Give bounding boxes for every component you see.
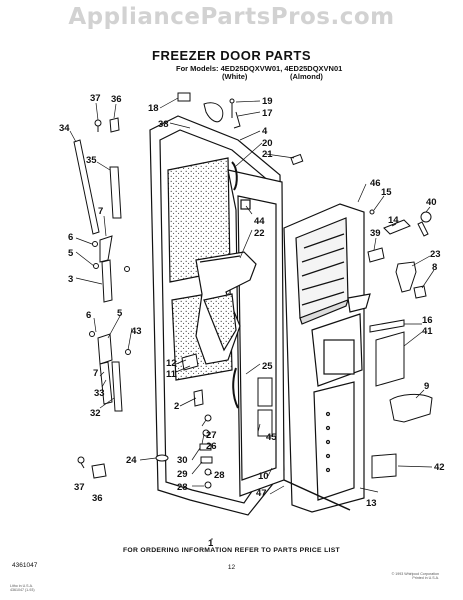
callout-2: 2 (174, 401, 179, 412)
callout-35: 35 (86, 155, 97, 166)
callout-41: 41 (422, 326, 433, 337)
screw-37-bottom (77, 456, 85, 469)
leader-lines (69, 97, 435, 540)
printed-line-2: 4361047 (1-93) (10, 588, 35, 592)
callout-7-upper: 7 (98, 206, 103, 217)
callout-16: 16 (422, 315, 433, 326)
printed-line-1: Litho in U.S.A. (10, 584, 33, 588)
callout-7-lower: 7 (93, 368, 98, 379)
callout-38: 38 (158, 119, 169, 130)
callout-23: 23 (430, 249, 441, 260)
printed-block: Litho in U.S.A. 4361047 (1-93) (10, 584, 35, 592)
callout-24: 24 (126, 455, 137, 466)
callout-14: 14 (388, 215, 399, 226)
page-title: FREEZER DOOR PARTS (152, 48, 311, 63)
callout-13: 13 (366, 498, 377, 509)
callout-27: 27 (206, 430, 217, 441)
callout-46: 46 (370, 178, 381, 189)
watermark-text: AppliancePartsPros.com (68, 4, 395, 30)
callout-21: 21 (262, 149, 273, 160)
dispenser-front-panel (283, 203, 371, 513)
ice-chute-housing-22 (195, 251, 257, 365)
callout-28-right: 28 (214, 470, 225, 481)
copyright-block: © 1993 Whirlpool Corporation Printed in … (392, 572, 439, 580)
bracket-36-top (109, 117, 120, 133)
page-number: 12 (227, 564, 236, 571)
callout-26: 26 (206, 441, 217, 452)
callout-22: 22 (254, 228, 265, 239)
callout-labels: 37 36 34 35 7 6 5 3 6 5 43 7 33 32 37 36… (59, 93, 445, 549)
callout-37-bottom: 37 (74, 482, 85, 493)
copyright-line-2: Printed in U.S.A. (412, 576, 439, 580)
callout-19: 19 (262, 96, 273, 107)
hardware-small-parts (155, 92, 304, 489)
callout-39: 39 (370, 228, 381, 239)
callout-9: 9 (424, 381, 429, 392)
callout-37-top: 37 (90, 93, 101, 104)
copyright-line-1: © 1993 Whirlpool Corporation (391, 572, 439, 576)
callout-5-upper: 5 (68, 248, 74, 259)
callout-30: 30 (177, 455, 188, 466)
callout-6-lower: 6 (86, 310, 91, 321)
callout-1: 1 (208, 538, 214, 549)
trim-strip-32 (111, 361, 123, 412)
callout-43: 43 (131, 326, 142, 337)
callout-44: 44 (254, 216, 265, 227)
callout-18: 18 (148, 103, 159, 114)
callout-11: 11 (166, 369, 177, 380)
callout-17: 17 (262, 108, 273, 119)
document-number: 4361047 (12, 562, 38, 569)
callout-34: 34 (59, 123, 70, 134)
callout-6-upper: 6 (68, 232, 73, 243)
callout-29: 29 (177, 469, 188, 480)
callout-20: 20 (262, 138, 273, 149)
callout-4: 4 (262, 126, 268, 137)
callout-47: 47 (256, 488, 267, 499)
ordering-note: FOR ORDERING INFORMATION REFER TO PARTS … (122, 547, 341, 554)
hinge-upper (92, 235, 130, 303)
right-side-parts (283, 209, 433, 511)
callout-33: 33 (94, 388, 105, 399)
trim-strip-35 (109, 166, 122, 219)
callout-36-bottom: 36 (92, 493, 103, 504)
callout-40: 40 (426, 197, 437, 208)
callout-10: 10 (258, 471, 269, 482)
callout-5-lower: 5 (117, 308, 123, 319)
callout-45: 45 (266, 432, 277, 443)
trim-strip-34 (73, 139, 100, 235)
models-line: For Models: 4ED25DQXVW01, 4ED25DQXVN01 (176, 64, 343, 73)
screw-37-top (94, 119, 102, 132)
bracket-36-bottom (91, 463, 107, 479)
variant-almond: (Almond) (290, 72, 323, 81)
callout-8: 8 (432, 262, 437, 273)
hinge-lower (89, 331, 131, 405)
callout-28-left: 28 (177, 482, 188, 493)
callout-42: 42 (434, 462, 445, 473)
callout-36-top: 36 (111, 94, 122, 105)
callout-15: 15 (381, 187, 392, 198)
variant-white: (White) (222, 72, 248, 81)
callout-3: 3 (68, 274, 73, 285)
callout-32: 32 (90, 408, 101, 419)
callout-25: 25 (262, 361, 273, 372)
callout-12: 12 (166, 358, 177, 369)
